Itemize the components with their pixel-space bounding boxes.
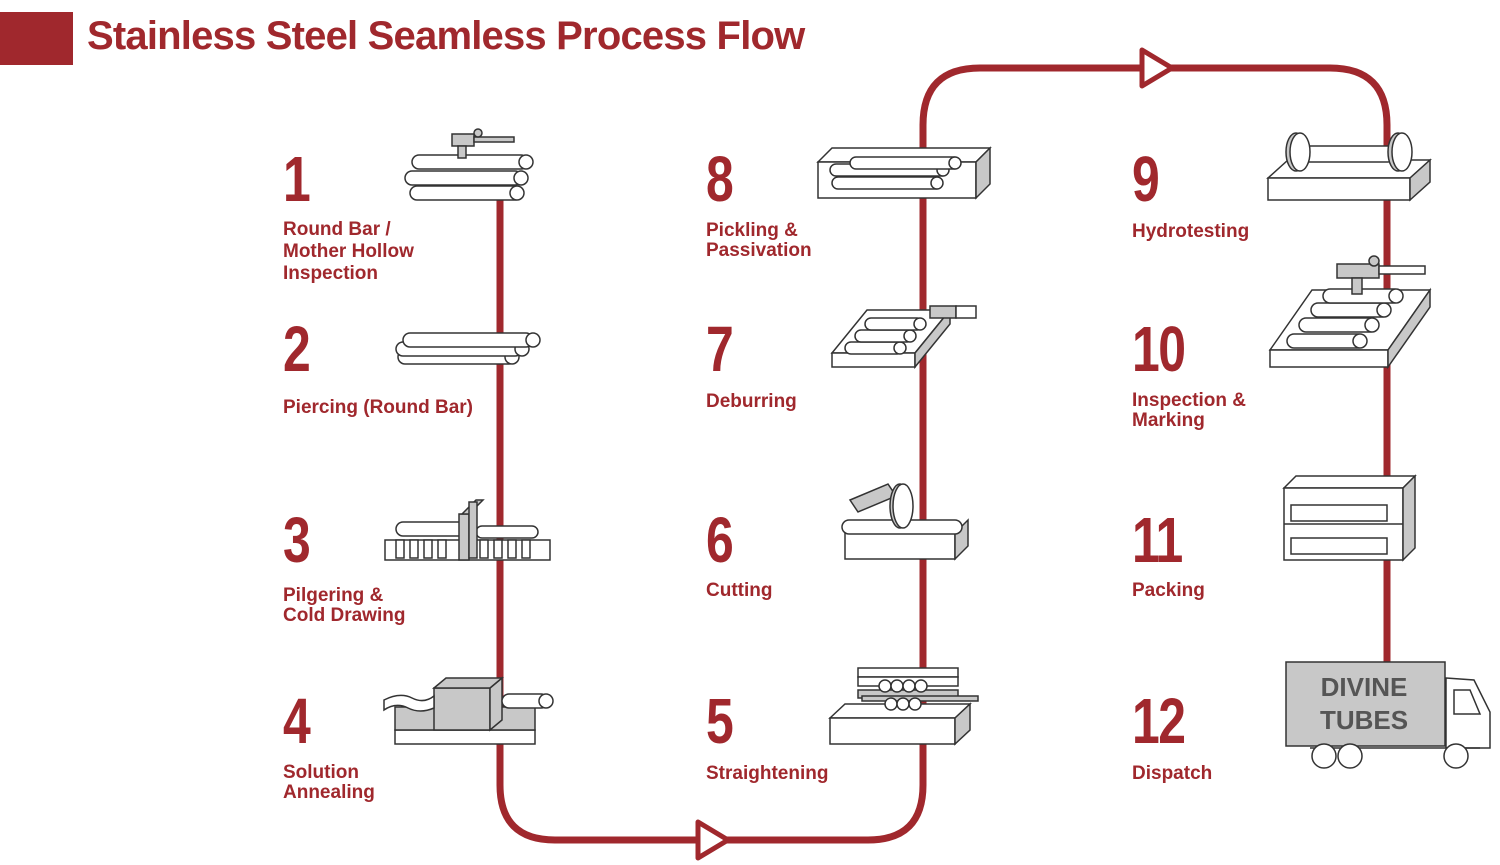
step-6: 6 Cutting — [706, 508, 926, 602]
straightening-machine-icon — [828, 667, 979, 746]
step-label: Pickling & Passivation — [706, 220, 812, 261]
hydrotesting-machine-icon — [1266, 132, 1432, 202]
step-number: 3 — [283, 504, 311, 576]
step-label: Dispatch — [1132, 763, 1213, 784]
step-7: 7 Deburring — [706, 317, 926, 413]
step-number: 12 — [1132, 685, 1186, 757]
step-label: Hydrotesting — [1132, 221, 1250, 242]
flow-path — [496, 64, 1391, 844]
step-10: 10 Inspection & Marking — [1132, 317, 1352, 431]
inspection-marking-icon — [1268, 255, 1432, 370]
step-number: 11 — [1132, 504, 1183, 576]
page-title: Stainless Steel Seamless Process Flow — [87, 14, 805, 58]
annealing-furnace-icon — [383, 676, 554, 745]
flow-arrow-top — [1139, 47, 1175, 89]
step-number: 9 — [1132, 143, 1160, 215]
step-label: Cutting — [706, 580, 773, 601]
step-label: Solution Annealing — [283, 762, 375, 803]
pilgering-icon — [384, 499, 551, 561]
step-4: 4 Solution Annealing — [283, 689, 503, 803]
step-number: 5 — [706, 685, 734, 757]
step-number: 7 — [706, 313, 734, 385]
step-label: Round Bar / Mother Hollow Inspection — [283, 219, 414, 284]
step-label: Inspection & Marking — [1132, 390, 1247, 431]
step-2: 2 Piercing (Round Bar) — [283, 317, 503, 419]
packing-boxes-icon — [1282, 474, 1417, 562]
step-number: 4 — [283, 685, 311, 757]
step-11: 11 Packing — [1132, 508, 1352, 602]
step-number: 6 — [706, 504, 734, 576]
piercing-icon — [395, 332, 541, 365]
step-label: Packing — [1132, 580, 1205, 601]
step-label: Pilgering & Cold Drawing — [283, 585, 406, 626]
step-number: 8 — [706, 143, 734, 215]
step-number: 1 — [283, 143, 311, 215]
step-12: 12 Dispatch — [1132, 689, 1352, 785]
step-8: 8 Pickling & Passivation — [706, 147, 926, 261]
deburring-icon — [830, 305, 977, 370]
step-3: 3 Pilgering & Cold Drawing — [283, 508, 503, 626]
dispatch-truck-icon — [1285, 661, 1491, 769]
step-9: 9 Hydrotesting — [1132, 147, 1352, 243]
truck-logo-line2: TUBES — [1320, 705, 1408, 735]
step-5: 5 Straightening — [706, 689, 926, 785]
cutting-machine-icon — [841, 483, 969, 561]
truck-logo-line1: DIVINE — [1321, 672, 1408, 702]
step-label: Deburring — [706, 391, 797, 412]
step-label: Piercing (Round Bar) — [283, 397, 474, 418]
flow-arrow-bottom — [695, 819, 731, 861]
step-number: 2 — [283, 313, 311, 385]
step-1: 1 Round Bar / Mother Hollow Inspection — [283, 147, 503, 285]
brand-block — [0, 12, 73, 65]
pickling-tank-icon — [816, 146, 992, 200]
step-label: Straightening — [706, 763, 829, 784]
round-bar-inspection-icon — [404, 128, 534, 201]
step-number: 10 — [1132, 313, 1186, 385]
